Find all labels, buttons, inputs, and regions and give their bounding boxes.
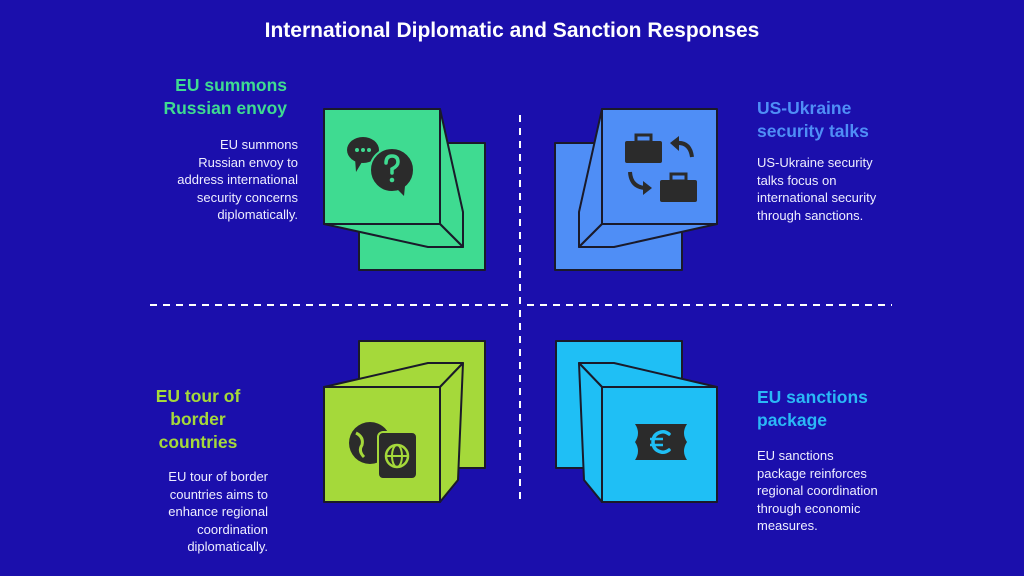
euro-ticket-icon [635, 424, 687, 460]
body-line: regional coordination [757, 483, 878, 498]
body-line: EU sanctions [757, 448, 834, 463]
body-line: countries aims to [169, 486, 268, 502]
title-line: EU sanctions [757, 387, 868, 407]
body-line: talks focus on [757, 172, 837, 188]
title-line: EU summons [175, 75, 287, 95]
body-line: international security [757, 190, 877, 205]
body-line: Russian envoy to [198, 154, 298, 170]
box-us-ukraine [554, 108, 718, 271]
box-eu-sanctions [555, 340, 718, 503]
title-line: security talks [757, 121, 869, 141]
title-line: package [757, 410, 828, 430]
title-line: border [170, 409, 226, 429]
quadrant-dividers [150, 115, 892, 500]
quadrant-body-eu-sanctions: EU sanctions package reinforces regional… [757, 447, 878, 535]
page-title: International Diplomatic and Sanction Re… [264, 19, 760, 42]
body-line: EU summons [219, 137, 298, 152]
quadrant-body-us-ukraine: US-Ukraine security talks focus on inter… [757, 154, 876, 224]
body-line: security concerns [196, 189, 298, 205]
body-line: US-Ukraine security [757, 155, 873, 170]
title-line: Russian envoy [163, 98, 287, 118]
quadrant-title-eu-summons: EU summons Russian envoy [163, 74, 287, 120]
quadrant-title-eu-tour: EU tour of border countries [148, 385, 248, 454]
briefcase-exchange-icon [625, 133, 697, 202]
globe-passport-icon [349, 422, 418, 480]
body-line: coordination [197, 521, 268, 537]
body-line: through sanctions. [757, 207, 864, 223]
body-line: diplomatically. [217, 207, 298, 222]
title-line: US-Ukraine [757, 98, 852, 118]
title-line: countries [158, 432, 238, 452]
title-line: EU tour of [155, 386, 241, 406]
quadrant-body-eu-summons: EU summons Russian envoy to address inte… [177, 136, 298, 224]
body-line: diplomatically. [187, 539, 268, 554]
chat-bubbles-question-icon [347, 137, 415, 196]
body-line: EU tour of border [168, 469, 268, 484]
quadrant-body-eu-tour: EU tour of border countries aims to enha… [168, 468, 268, 556]
body-line: through economic [757, 500, 861, 516]
body-line: measures. [757, 518, 818, 533]
body-line: address international [177, 172, 298, 187]
body-line: enhance regional [168, 504, 268, 519]
body-line: package reinforces [757, 465, 867, 481]
box-eu-summons [323, 108, 486, 271]
quadrant-title-us-ukraine: US-Ukraine security talks [757, 97, 869, 143]
quadrant-title-eu-sanctions: EU sanctions package [757, 386, 868, 432]
